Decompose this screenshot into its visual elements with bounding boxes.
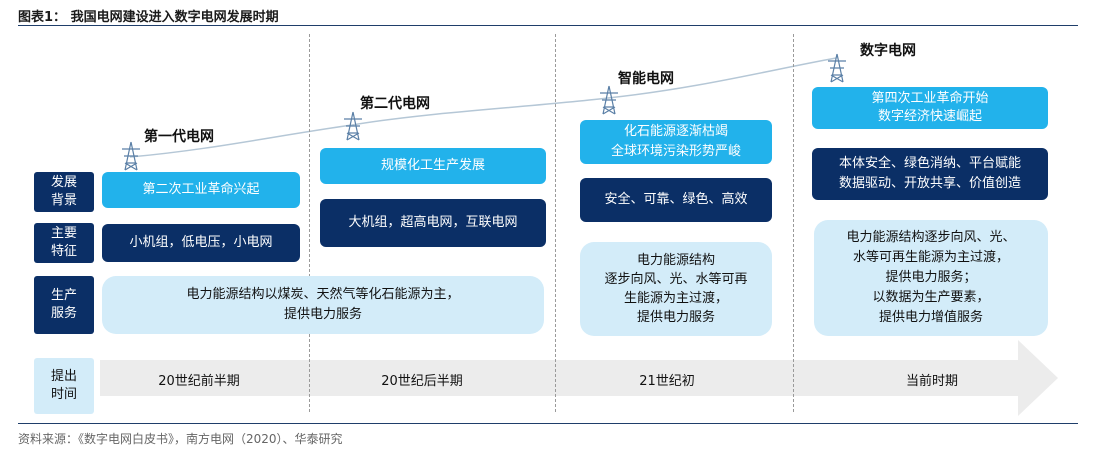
period-digital: 当前时期 [905,374,958,389]
column-divider [555,34,556,412]
gen2-features-box: 大机组，超高电网，互联电网 [320,199,546,247]
row-label-text: 提出 时间 [50,369,77,402]
stage-name-gen2: 第二代电网 [360,96,430,112]
row-label-period: 提出 时间 [34,358,94,414]
box-text: 第四次工业革命开始 数字经济快速崛起 [871,91,989,124]
box-text: 第二次工业革命兴起 [142,182,260,197]
digital-production-box: 电力能源结构逐步向风、光、 水等可再生能源为主过渡， 提供电力服务； 以数据为生… [814,220,1048,336]
stage-name-gen1: 第一代电网 [144,129,214,145]
figure-title: 图表1： 我国电网建设进入数字电网发展时期 [18,10,279,25]
transmission-tower-icon [828,53,846,83]
footer-rule [18,423,1078,424]
transmission-tower-icon [122,141,140,171]
box-text: 电力能源结构 逐步向风、光、水等可再 生能源为主过渡， 提供电力服务 [604,253,748,325]
growth-curve [129,57,837,158]
period-gen1: 20世纪前半期 [158,374,240,389]
smart-features-box: 安全、可靠、绿色、高效 [580,178,772,222]
box-text: 本体安全、绿色消纳、平台赋能 数据驱动、开放共享、价值创造 [838,156,1021,191]
row-label-features: 主要 特征 [34,223,94,263]
digital-features-box: 本体安全、绿色消纳、平台赋能 数据驱动、开放共享、价值创造 [812,148,1048,200]
column-divider [793,34,794,412]
source-note: 资料来源：《数字电网白皮书》，南方电网（2020）、华泰研究 [18,432,343,446]
digital-background-box: 第四次工业革命开始 数字经济快速崛起 [812,87,1048,129]
smart-background-box: 化石能源逐渐枯竭 全球环境污染形势严峻 [580,120,772,164]
smart-production-box: 电力能源结构 逐步向风、光、水等可再 生能源为主过渡， 提供电力服务 [580,242,772,336]
gen1-background-box: 第二次工业革命兴起 [102,172,300,208]
column-divider [309,34,310,412]
timeline-arrow [100,340,1058,416]
gen1-features-box: 小机组，低电压，小电网 [102,224,300,262]
transmission-tower-icon [344,111,362,141]
box-text: 电力能源结构以煤炭、天然气等化石能源为主， 提供电力服务 [186,287,460,322]
row-label-production: 生产 服务 [34,276,94,334]
row-label-text: 主要 特征 [50,226,77,259]
period-gen2: 20世纪后半期 [381,374,463,389]
title-rule [18,25,1078,26]
row-label-text: 发展 背景 [50,175,77,208]
stage-name-digital: 数字电网 [860,43,916,59]
transmission-tower-icon [600,85,618,115]
period-smart: 21世纪初 [639,374,695,389]
box-text: 化石能源逐渐枯竭 全球环境污染形势严峻 [610,124,741,159]
box-text: 安全、可靠、绿色、高效 [604,192,748,207]
stage-name-smart: 智能电网 [618,71,674,87]
gen2-background-box: 规模化工生产发展 [320,148,546,184]
box-text: 小机组，低电压，小电网 [129,235,273,250]
gen1-gen2-production-box: 电力能源结构以煤炭、天然气等化石能源为主， 提供电力服务 [102,276,544,334]
row-label-text: 生产 服务 [50,288,77,321]
box-text: 大机组，超高电网，互联电网 [348,215,518,230]
box-text: 电力能源结构逐步向风、光、 水等可再生能源为主过渡， 提供电力服务； 以数据为生… [846,230,1016,325]
row-label-background: 发展 背景 [34,172,94,212]
box-text: 规模化工生产发展 [380,158,485,173]
